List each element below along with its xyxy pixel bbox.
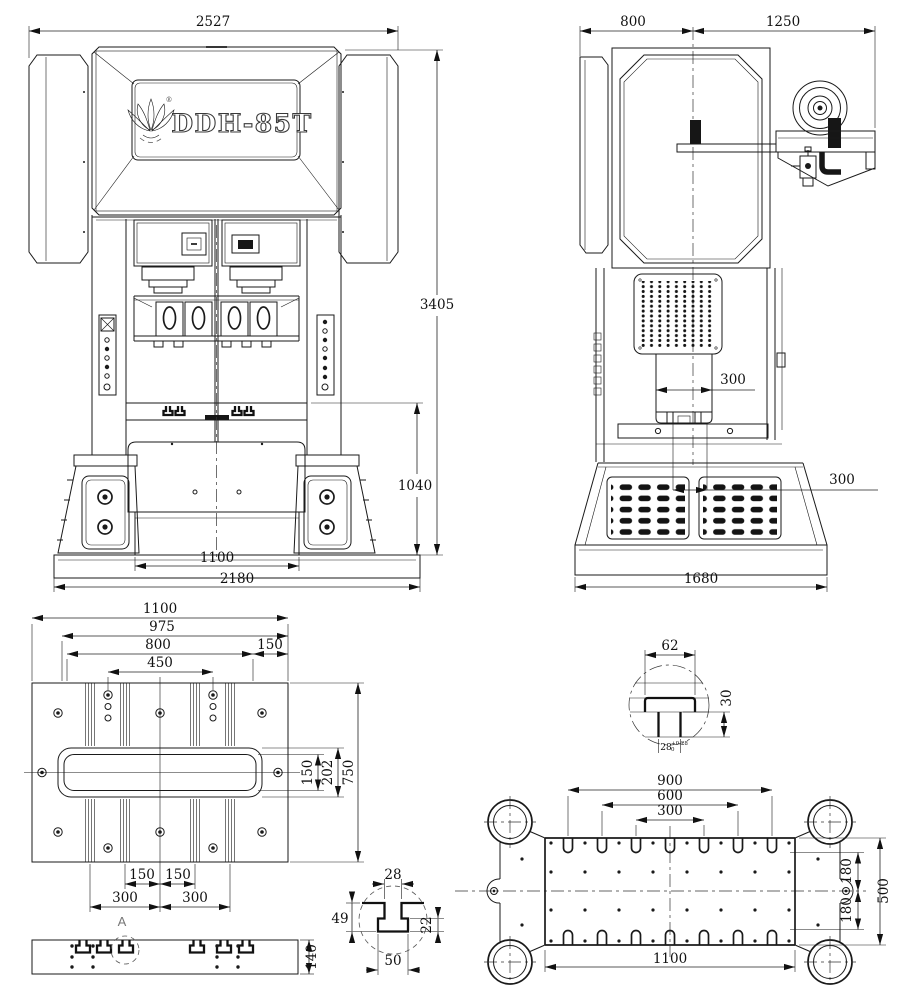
crown: ® DDH-85T: [91, 46, 342, 216]
bolster-section: 140: [31, 935, 320, 975]
tie-bar: [596, 423, 782, 445]
left-balancer-tank: [28, 54, 89, 264]
dim-front-overall-width: 2527: [196, 14, 230, 30]
lotus-flower-icon: [127, 98, 175, 143]
slide-plan-view: 900 600 300 1100 180 180 500: [455, 773, 892, 985]
left-foot: [57, 454, 140, 554]
dim-side-slide-depth: 300: [720, 372, 746, 388]
dim-bolster-750: 750: [341, 760, 357, 786]
slide-ram: [655, 354, 713, 424]
detail-a-view: 62 30 28 +0.28 0: [628, 638, 735, 753]
counter-box-right: [231, 234, 260, 254]
dim-bolster-150edge: 150: [257, 637, 283, 653]
dim-side-crown-rear: 800: [620, 14, 646, 30]
side-body: 300: [593, 268, 786, 462]
dim-front-skirt-width: 1100: [200, 550, 234, 566]
right-balancer-tank: [338, 54, 399, 264]
dim-slideslot-depth: 49: [331, 911, 348, 927]
bottom-notches: [562, 929, 778, 945]
slide-holes: [520, 841, 820, 943]
dim-bolster-pitch-150a: 150: [129, 867, 155, 883]
slide-plate: [486, 831, 854, 952]
elbow-pipe: [819, 152, 841, 175]
dim-slide-180b: 180: [839, 897, 855, 923]
registered-mark: ®: [166, 96, 173, 104]
dim-slideslot-width: 50: [384, 953, 401, 969]
dim-slideslot-cavity: 22: [419, 916, 435, 933]
crown-side: [579, 47, 771, 269]
dim-bolster-slot-150: 150: [300, 760, 316, 786]
dim-slide-1100: 1100: [653, 951, 687, 967]
right-ear-lug: [839, 878, 854, 904]
left-ear-lug: [486, 878, 501, 904]
dim-front-base-width: 2180: [220, 571, 254, 587]
slide-slot-section: 28 49 22 50: [331, 867, 444, 975]
bolster-holes: [37, 690, 283, 853]
left-control-strip: [98, 314, 117, 396]
t-slot-lines: [85, 683, 235, 862]
front-view: 2527 ® DDH-85T: [28, 14, 454, 592]
bolster-plate: [24, 677, 300, 912]
dim-side-vent-pitch: 300: [829, 472, 855, 488]
dim-bolster-975: 975: [149, 619, 175, 635]
dim-slide-300: 300: [657, 803, 683, 819]
dim-bolster-450: 450: [147, 655, 173, 671]
dim-bolster-slot-202: 202: [320, 760, 336, 786]
dim-front-table-height: 1040: [398, 478, 432, 494]
press-body: [91, 215, 342, 455]
vent-panel-left: [606, 476, 690, 540]
dim-bolster-800: 800: [145, 637, 171, 653]
motor-bracket: [676, 118, 876, 187]
dim-detail-neck-width: 28: [660, 743, 672, 753]
detail-a-callout-circle: [110, 935, 140, 965]
dim-slideslot-neck: 28: [384, 867, 401, 883]
vent-panel-right: [698, 476, 782, 540]
dim-slide-500: 500: [876, 878, 892, 904]
detail-label-a: A: [118, 914, 127, 929]
side-base: 300 1680: [574, 423, 878, 592]
dim-side-base-depth: 1680: [684, 571, 718, 587]
air-valve: [791, 146, 817, 187]
dim-detail-slot-depth: 30: [719, 689, 735, 706]
dim-bolster-thickness: 140: [304, 944, 320, 970]
dim-detail-tol-lower: 0: [671, 747, 675, 753]
model-logo-text: DDH-85T: [171, 109, 312, 138]
side-view: 800 1250: [574, 14, 878, 592]
perforated-panel: [633, 273, 723, 355]
dim-front-overall-height: 3405: [420, 297, 454, 313]
top-notches: [562, 838, 778, 854]
right-control-strip: [316, 314, 335, 396]
front-base: [53, 441, 421, 579]
dim-detail-tol-upper: +0.28: [671, 741, 688, 747]
guide-post-circles: [484, 796, 856, 985]
dim-slide-600: 600: [657, 788, 683, 804]
counter-box-left: [181, 232, 207, 256]
right-foot: [293, 454, 376, 554]
dim-bolster-pitch-300b: 300: [182, 890, 208, 906]
flywheel: [792, 80, 848, 136]
dim-bolster-1100: 1100: [143, 601, 177, 617]
dim-slide-900: 900: [657, 773, 683, 789]
dim-bolster-pitch-150b: 150: [165, 867, 191, 883]
dim-side-crown-front: 1250: [766, 14, 800, 30]
dim-bolster-pitch-300a: 300: [112, 890, 138, 906]
dim-detail-slot-width: 62: [661, 638, 678, 654]
bolster-plan-view: 1100 975 800 150 450: [24, 601, 364, 975]
dim-slide-180a: 180: [839, 858, 855, 884]
